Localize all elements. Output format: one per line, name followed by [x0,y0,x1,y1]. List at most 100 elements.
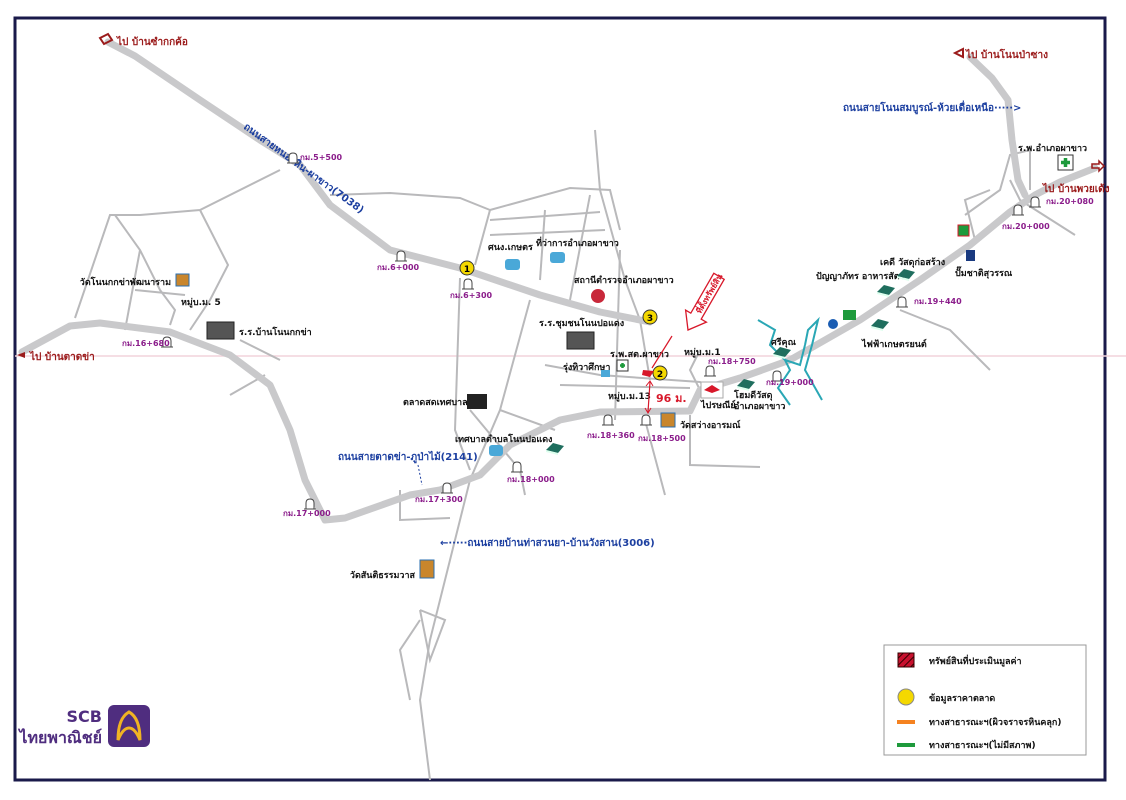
building-icon [871,319,889,331]
place-label: สถานีตำรวจอำเภอผาขาว [574,275,674,286]
km-post: กม.17+000 [283,498,331,518]
main-roads [18,38,1099,524]
place-label: ไปรษณีย์ [700,399,736,411]
property-pointer: ที่ตั้งทรัพย์สิน [684,271,726,331]
km-post: กม.6+000 [377,250,420,272]
legend-label: ข้อมูลราคาตลาด [929,693,995,704]
legend: ทรัพย์สินที่ประเมินมูลค่า ข้อมูลราคาตลาด… [883,644,1087,756]
svg-text:กม.17+300: กม.17+300 [415,495,463,504]
marker-2: 2 [652,365,668,381]
minor-roads [74,129,1076,781]
road-label-2141: ถนนสายตาดข่า-ภูป่าไม้(2141) [338,450,478,464]
km-post: กม.20+000 [1002,204,1050,231]
svg-text:กม.19+000: กม.19+000 [766,378,814,387]
map-frame [13,16,1107,782]
legend-label: ทางสาธารณะฯ(ไม่มีสภาพ) [929,739,1036,751]
road-label-7038: ถนนสายหนองหิน-ผาขาว(7038) [241,121,366,216]
place-label: ตลาดสดเทศบาล [403,398,468,408]
place-label: วัดสว่างอารมณ์ [680,419,741,431]
road-label-3006: ←·····ถนนสายบ้านท่าสวนยา-บ้านวังสาน(3006… [440,537,655,549]
destination-nw: ไป บ้านซำกกค้อ [98,32,188,48]
health-icon [616,359,629,372]
place-label: ที่ว่าการอำเภอผาขาว [536,236,619,249]
km-post: กม.6+300 [450,278,493,300]
destination-label: ไป บ้านโนนป่าซาง [965,48,1048,61]
bank-icon [828,319,838,329]
km-posts: กม.5+500 กม.6+000 กม.6+300 กม.16+680 กม.… [122,152,1094,518]
svg-text:กม.20+080: กม.20+080 [1046,197,1094,206]
market-icon [467,394,487,409]
place-label: ร.ร.บ้านโนนกกข่า [239,326,312,338]
km-post: กม.18+000 [507,461,555,484]
distance-label: 96 ม. [656,392,687,405]
scb-logo: SCB ไทยพาณิชย์ [17,705,150,747]
marker-1: 1 [459,260,475,276]
temple-icon [660,412,676,428]
svg-text:กม.18+750: กม.18+750 [708,357,756,366]
shop-icon [843,310,856,320]
office-icon [489,445,503,456]
svg-text:ที่ตั้งทรัพย์สิน: ที่ตั้งทรัพย์สิน [693,271,725,315]
place-label: ร.ร.ชุมชนโนนปอแดง [539,317,624,329]
arrow-icon [952,47,964,59]
place-label: วัดโนนกกข่าพัฒนาราม [80,276,171,288]
legend-swatch-property [897,652,915,668]
river [757,316,823,406]
destination-e: ไป บ้านพวยเด้ง [1042,159,1110,195]
place-label: อำเภอผาขาว [734,401,785,412]
svg-text:กม.16+680: กม.16+680 [122,339,170,348]
legend-swatch-gravel-road [897,720,915,724]
distance-arrow [647,381,651,413]
svg-text:กม.20+000: กม.20+000 [1002,222,1050,231]
svg-text:กม.17+000: กม.17+000 [283,509,331,518]
svg-text:กม.5+500: กม.5+500 [300,153,343,162]
legend-swatch-market [897,688,915,706]
svg-text:1: 1 [464,265,470,275]
destination-w: ไป บ้านตาดข่า [17,350,95,363]
destination-label: ไป บ้านพวยเด้ง [1042,182,1110,195]
place-label: ร.พ.สต.ผาขาว [610,350,669,360]
km-post: กม.18+750 [703,357,756,377]
office-icon [505,259,520,270]
place-label: ไฟฟ้าเกษตรยนต์ [861,338,927,350]
place-label: ร.พ.อำเภอผาขาว [1018,143,1087,154]
km-post: กม.5+500 [286,152,343,164]
place-label: รุ่งทิวาศึกษา [563,362,610,373]
svg-text:SCB: SCB [67,707,102,726]
market-data-markers: 1 2 3 [459,260,668,381]
road-pointer [417,464,423,486]
road-label-north: ถนนสายโนนสมบูรณ์-ห้วยเดื่อเหนือ·····> [843,100,1021,115]
place-label: โฮมดีวัสดุ [733,389,773,401]
store-icon [957,224,970,237]
place-label: หมู่บ.ม.1 [684,347,721,358]
place-label: หมู่บ.ม. 5 [181,297,221,308]
gas-station-icon [966,250,975,261]
km-post: กม.19+440 [895,296,962,308]
svg-text:กม.18+000: กม.18+000 [507,475,555,484]
svg-text:กม.6+300: กม.6+300 [450,291,493,300]
property-parcel [642,370,654,377]
marker-3: 3 [642,309,658,325]
hospital-icon [1057,154,1074,171]
destination-label: ไป บ้านตาดข่า [29,350,95,363]
place-label: หมู่บ.ม.13 [608,391,651,402]
svg-text:ไทยพาณิชย์: ไทยพาณิชย์ [17,728,102,747]
place-label: เทศบาลตำบลโนนปอแดง [455,433,552,445]
km-post: กม.16+680 [122,336,174,348]
destination-ne: ไป บ้านโนนป่าซาง [952,47,1048,61]
legend-swatch-unusable-road [897,743,915,747]
place-label: ศนง.เกษตร [488,243,533,253]
svg-text:กม.18+500: กม.18+500 [638,434,686,443]
arrow-icon [98,32,114,46]
place-label: ปั๊มชาติสุวรรณ [955,266,1013,279]
legend-label: ทางสาธารณะฯ(ผิวจราจรหินคลุก) [929,717,1061,728]
place-label: ปัญญาภัทร อาหารสัตว์ [816,270,905,282]
svg-text:กม.6+000: กม.6+000 [377,263,420,272]
km-post: กม.17+300 [415,482,463,504]
km-post: กม.18+360 [587,414,635,440]
svg-text:2: 2 [657,370,663,380]
places: วัดโนนกกข่าพัฒนาราม หมู่บ.ม. 5 ร.ร.บ้านโ… [80,143,1087,581]
destination-label: ไป บ้านซำกกค้อ [116,35,188,48]
place-label: วัดสันติธรรมวาส [350,570,416,581]
km-post: กม.18+500 [638,414,686,443]
